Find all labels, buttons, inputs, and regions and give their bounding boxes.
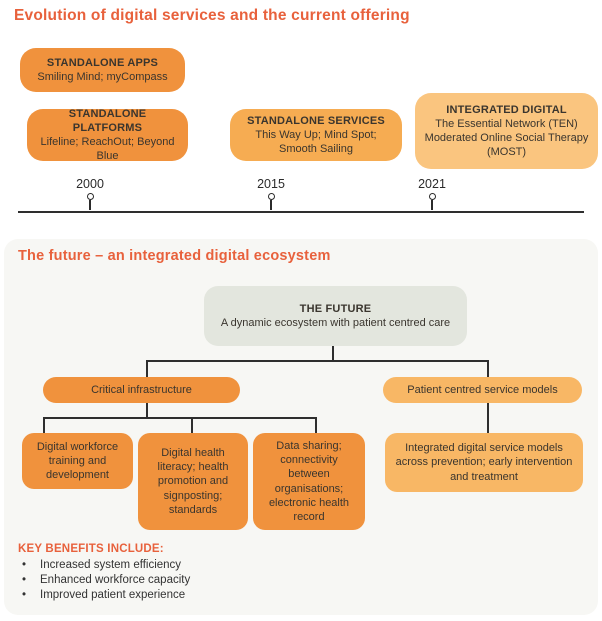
connector-leaf2-stub	[191, 417, 193, 434]
timeline-marker-2015: 2015	[231, 177, 311, 210]
box-body: Lifeline; ReachOut; Beyond Blue	[40, 136, 175, 163]
timeline-pin-icon	[428, 193, 436, 200]
box-body: Smiling Mind; myCompass	[37, 71, 168, 83]
leaf-data-sharing: Data sharing; connectivity between organ…	[253, 433, 365, 530]
leaf-digital-workforce: Digital workforce training and developme…	[22, 433, 133, 489]
leaf-label: Digital health literacy; health promotio…	[157, 447, 229, 516]
connector-right-branch-stub	[487, 360, 489, 378]
timeline-marker-2000: 2000	[50, 177, 130, 210]
leaf-integrated-service-models: Integrated digital service models across…	[385, 433, 583, 492]
leaf-label: Digital workforce training and developme…	[36, 440, 119, 482]
key-benefits-heading: KEY BENEFITS INCLUDE:	[18, 543, 164, 555]
root-body: A dynamic ecosystem with patient centred…	[220, 317, 451, 329]
connector-level2-horizontal	[43, 417, 317, 419]
timeline-pin-icon	[86, 193, 94, 200]
box-heading: INTEGRATED DIGITAL	[446, 103, 567, 116]
timeline-pin-stem	[89, 200, 91, 210]
timeline-pin-icon	[267, 193, 275, 200]
box-heading: STANDALONE SERVICES	[247, 114, 385, 127]
connector-root-vertical	[332, 346, 334, 361]
branch-critical-infrastructure: Critical infrastructure	[43, 377, 240, 403]
evolution-section-title: Evolution of digital services and the cu…	[14, 7, 410, 24]
connector-left-branch-stub	[146, 360, 148, 378]
leaf-digital-health-literacy: Digital health literacy; health promotio…	[138, 433, 248, 530]
connector-leaf3-stub	[315, 417, 317, 434]
timeline-axis	[18, 211, 584, 213]
timeline-year-label: 2021	[418, 177, 446, 191]
benefit-item: Increased system efficiency	[18, 558, 190, 573]
branch-patient-centred-service-models: Patient centred service models	[383, 377, 582, 403]
connector-patient-vertical	[487, 403, 489, 434]
leaf-label: Data sharing; connectivity between organ…	[268, 440, 350, 523]
box-heading: STANDALONE PLATFORMS	[68, 107, 147, 134]
box-heading: STANDALONE APPS	[46, 56, 159, 69]
connector-critical-vertical	[146, 403, 148, 418]
root-heading: THE FUTURE	[299, 302, 372, 315]
timeline-year-label: 2000	[76, 177, 104, 191]
timeline-pin-stem	[431, 200, 433, 210]
timeline-marker-2021: 2021	[392, 177, 472, 210]
leaf-label: Integrated digital service models across…	[395, 442, 573, 483]
timeline-pin-stem	[270, 200, 272, 210]
tree-root-the-future: THE FUTURE A dynamic ecosystem with pati…	[204, 286, 467, 346]
connector-leaf1-stub	[43, 417, 45, 434]
timeline-box-standalone-apps: STANDALONE APPS Smiling Mind; myCompass	[20, 48, 185, 92]
benefit-item: Enhanced workforce capacity	[18, 573, 190, 588]
timeline-year-label: 2015	[257, 177, 285, 191]
box-body: The Essential Network (TEN) Moderated On…	[424, 117, 589, 159]
benefit-item: Improved patient experience	[18, 588, 190, 603]
timeline-box-integrated-digital: INTEGRATED DIGITAL The Essential Network…	[415, 93, 598, 169]
box-body: This Way Up; Mind Spot; Smooth Sailing	[255, 128, 377, 156]
timeline-box-standalone-services: STANDALONE SERVICES This Way Up; Mind Sp…	[230, 109, 402, 161]
key-benefits-list: Increased system efficiency Enhanced wor…	[18, 558, 190, 603]
future-section-title: The future – an integrated digital ecosy…	[18, 248, 331, 264]
connector-level1-horizontal	[147, 360, 488, 362]
timeline-box-standalone-platforms: STANDALONE PLATFORMS Lifeline; ReachOut;…	[27, 107, 188, 163]
